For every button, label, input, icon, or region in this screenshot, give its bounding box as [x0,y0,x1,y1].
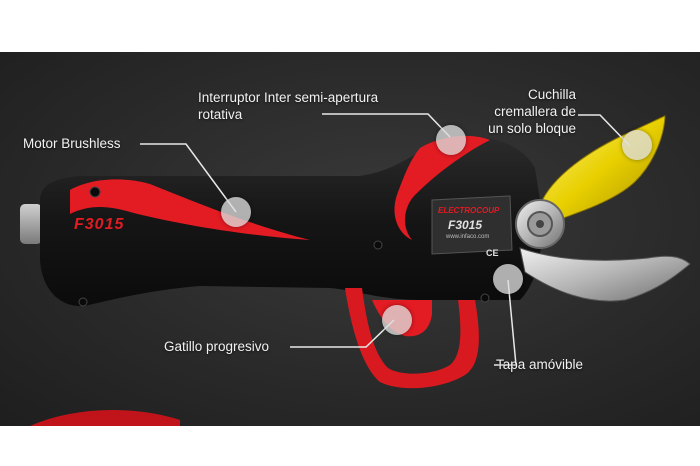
callout-blade-line1: Cuchilla [527,87,576,102]
callout-motor-text: Motor Brushless [23,136,121,151]
callout-switch-line2: rotativa [198,107,243,122]
pruner-illustration [20,113,691,426]
cover-dot [493,264,523,294]
switch-dot [436,125,466,155]
callout-trigger: Gatillo progresivo [164,338,269,355]
lower-blade [519,247,691,302]
label-plate [431,195,513,255]
callout-trigger-text: Gatillo progresivo [164,339,270,354]
body-model-text: F3015 [448,218,483,232]
brand-text: ELECTROCOUP [438,206,500,215]
callout-cover: Tapa amóvible [496,356,583,373]
trigger-dot [382,305,412,335]
callout-cover-text: Tapa amóvible [496,357,584,372]
partial-red-object [30,409,180,426]
website-text: www.infaco.com [446,234,490,240]
callout-blade-line2: cremallera de [494,104,576,119]
red-accent-top [70,179,310,240]
trigger-guard [345,288,479,389]
model-badge: F3015 [74,216,125,233]
blade-dot [622,130,652,160]
callout-motor: Motor Brushless [23,135,121,152]
callout-switch: Interruptor Inter semi-apertura rotativa [198,89,378,123]
callout-switch-line1: Interruptor Inter semi-apertura [198,90,379,105]
ce-mark: CE [486,248,499,258]
red-accent-front [394,135,490,240]
end-cap [20,204,42,244]
motor-dot [221,197,251,227]
callout-blade-line3: un solo bloque [488,121,576,136]
product-panel: F3015 ELECTROCOUP F3015 www.infaco.com C… [0,52,700,426]
callout-blade: Cuchilla cremallera de un solo bloque [476,86,576,137]
